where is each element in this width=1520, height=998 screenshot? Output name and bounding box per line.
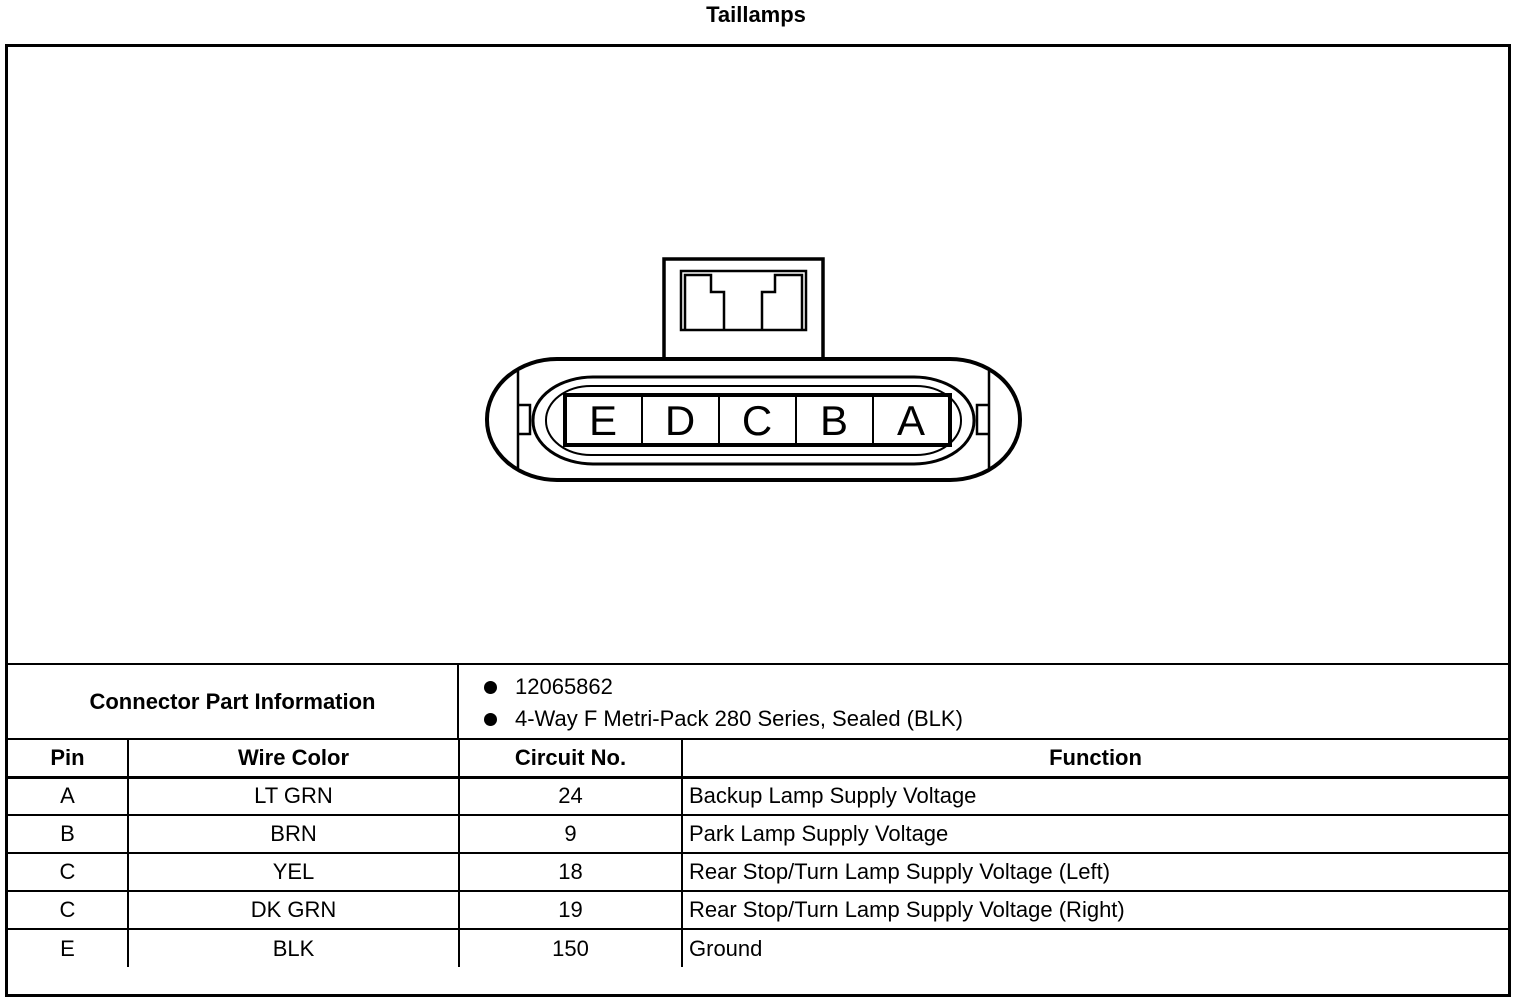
connector-part-information-label: Connector Part Information [8, 665, 459, 738]
cavity-labels: E D C B A [589, 397, 925, 444]
cell-circuit: 19 [458, 890, 683, 930]
header-wire-color: Wire Color [127, 738, 460, 779]
connector-frame: E D C B A Connector Part Information 120… [5, 44, 1511, 997]
connector-part-list: 12065862 4-Way F Metri-Pack 280 Series, … [459, 665, 1508, 738]
cell-function: Park Lamp Supply Voltage [681, 814, 1508, 854]
cell-pin: B [8, 814, 129, 854]
cell-pin: E [8, 928, 129, 967]
connector-housing [485, 357, 1022, 482]
table-row: C DK GRN 19 Rear Stop/Turn Lamp Supply V… [8, 890, 1508, 930]
connector-diagram: E D C B A [8, 47, 1508, 663]
header-pin: Pin [8, 738, 129, 779]
cell-function: Backup Lamp Supply Voltage [681, 776, 1508, 816]
connector-description: 4-Way F Metri-Pack 280 Series, Sealed (B… [515, 706, 963, 731]
cell-wire-color: LT GRN [127, 776, 460, 816]
table-row: E BLK 150 Ground [8, 928, 1508, 967]
cell-pin: C [8, 890, 129, 930]
cell-pin: A [8, 776, 129, 816]
list-item: 12065862 [459, 671, 1508, 703]
pin-table: Pin Wire Color Circuit No. Function A LT… [8, 738, 1508, 967]
header-function: Function [681, 738, 1508, 779]
cell-circuit: 18 [458, 852, 683, 892]
cell-wire-color: YEL [127, 852, 460, 892]
cell-function: Rear Stop/Turn Lamp Supply Voltage (Righ… [681, 890, 1508, 930]
locking-tab [662, 257, 825, 359]
page-title: Taillamps [706, 2, 806, 27]
table-header-row: Pin Wire Color Circuit No. Function [8, 738, 1508, 779]
list-item: 4-Way F Metri-Pack 280 Series, Sealed (B… [459, 703, 1508, 735]
part-number: 12065862 [515, 674, 613, 699]
cell-circuit: 9 [458, 814, 683, 854]
cell-pin: C [8, 852, 129, 892]
cell-wire-color: DK GRN [127, 890, 460, 930]
header-circuit: Circuit No. [458, 738, 683, 779]
cell-circuit: 24 [458, 776, 683, 816]
cavity-label-a: A [897, 397, 925, 444]
table-row: C YEL 18 Rear Stop/Turn Lamp Supply Volt… [8, 852, 1508, 892]
connector-part-information: Connector Part Information 12065862 4-Wa… [8, 663, 1508, 738]
table-row: A LT GRN 24 Backup Lamp Supply Voltage [8, 776, 1508, 816]
cavity-label-c: C [742, 397, 772, 444]
table-row: B BRN 9 Park Lamp Supply Voltage [8, 814, 1508, 854]
cavity-label-d: D [665, 397, 695, 444]
connector-face-drawing: E D C B A [485, 257, 1022, 482]
cell-wire-color: BRN [127, 814, 460, 854]
cell-wire-color: BLK [127, 928, 460, 967]
cell-function: Rear Stop/Turn Lamp Supply Voltage (Left… [681, 852, 1508, 892]
bullet-icon [484, 681, 497, 694]
cavity-label-b: B [820, 397, 848, 444]
cell-function: Ground [681, 928, 1508, 967]
cell-circuit: 150 [458, 928, 683, 967]
bullet-icon [484, 713, 497, 726]
cavity-label-e: E [589, 397, 617, 444]
